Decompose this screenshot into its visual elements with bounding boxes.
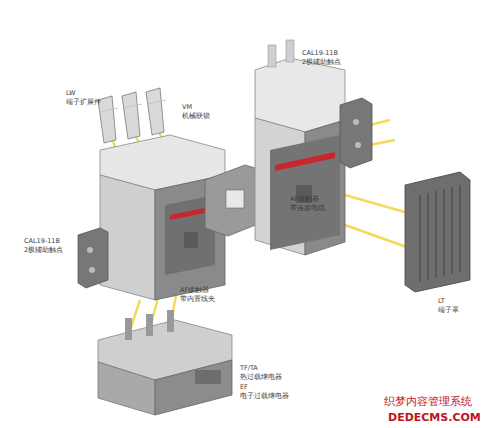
- part-label: AF接触器: [290, 196, 319, 203]
- part-label: 2极辅助触点: [24, 247, 63, 254]
- part-label: TF/TA: [240, 365, 258, 372]
- overload-relay: [98, 310, 232, 415]
- watermark: DEDECMS.COM: [388, 412, 481, 423]
- part-label: AF接触器: [180, 287, 209, 294]
- terminal-extensions: [98, 88, 164, 143]
- part-label: 带连接电缆: [290, 205, 325, 212]
- part-label: VM: [182, 104, 192, 111]
- part-label: 2极辅助触点: [302, 59, 341, 66]
- aux-contact-left: [78, 228, 108, 288]
- part-label: 热过载继电器: [240, 374, 282, 381]
- af-contactor-right: [255, 40, 345, 255]
- part-label: 带内置线夹: [180, 296, 215, 303]
- part-label: CAL19-11B: [24, 238, 60, 245]
- terminal-cover: [405, 172, 470, 292]
- part-label: LW: [66, 90, 75, 97]
- aux-contact-right: [340, 98, 372, 168]
- part-label: 机械联锁: [182, 113, 210, 120]
- part-label: EF: [240, 384, 248, 391]
- part-label: 端子扩展件: [66, 99, 101, 106]
- part-label: CAL19-11B: [302, 50, 338, 57]
- part-label: LT: [438, 298, 445, 305]
- part-label: 电子过载继电器: [240, 393, 289, 400]
- watermark: 织梦内容管理系统: [384, 396, 472, 407]
- part-label: 端子罩: [438, 307, 459, 314]
- extension-glow: [100, 100, 166, 112]
